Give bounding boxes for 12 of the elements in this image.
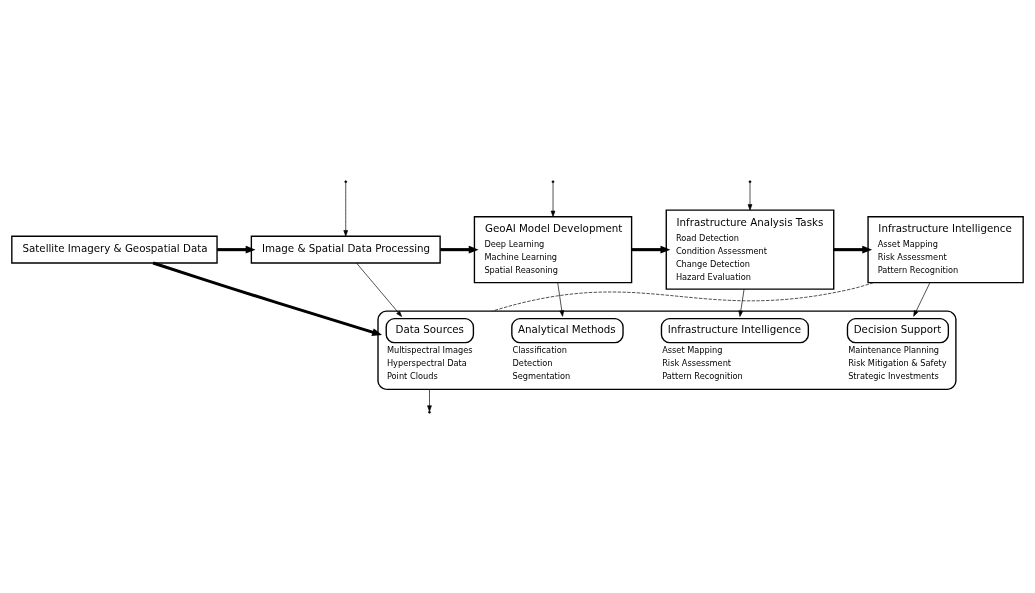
node-label: Strategic Investments	[848, 370, 939, 381]
node-label: Hyperspectral Data	[386, 357, 467, 368]
node-label: Risk Assessment	[662, 357, 732, 368]
node-label: Classification	[512, 344, 567, 355]
node-label: Detection	[512, 357, 553, 368]
node-label: Risk Mitigation & Safety	[848, 357, 947, 368]
node-label: Maintenance Planning	[848, 344, 940, 355]
node-label: Asset Mapping	[662, 344, 723, 355]
node-label: Multispectral Images	[386, 344, 473, 355]
node-label: Pattern Recognition	[662, 370, 743, 381]
node-label: Point Clouds	[386, 370, 438, 381]
node-label: Segmentation	[512, 370, 571, 381]
